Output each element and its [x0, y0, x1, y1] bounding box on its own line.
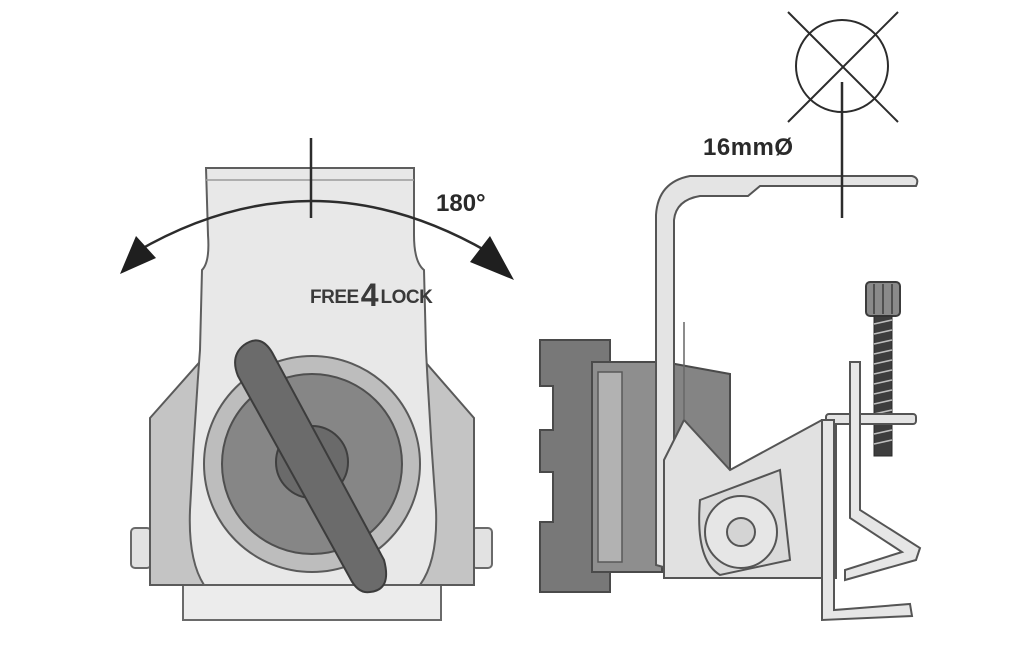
side-pivot-inner	[726, 517, 756, 547]
front-view	[120, 138, 514, 621]
rotation-arc	[135, 199, 489, 254]
side-body-inner	[597, 371, 623, 563]
lever-handle[interactable]	[234, 339, 388, 594]
side-view	[539, 175, 922, 622]
rotation-arrow-left	[120, 236, 156, 274]
side-crossbar	[825, 413, 917, 425]
side-bolt-threads	[873, 319, 893, 445]
front-base-plate	[182, 579, 442, 621]
mode-digit-label: 4	[360, 277, 379, 313]
side-wire-bracket	[844, 361, 922, 582]
front-side-knob-left	[130, 527, 152, 569]
side-l-bracket	[655, 175, 919, 572]
rotation-angle-label: 180°	[436, 190, 486, 217]
side-bolt-shaft	[873, 315, 893, 457]
lock-mode-label: LOCK	[380, 287, 433, 308]
free-mode-label: FREE	[310, 287, 359, 308]
pipe-diameter-label: 16mmØ	[703, 134, 794, 161]
rotation-arrow-right	[470, 236, 514, 280]
pipe-cross-symbol	[787, 11, 899, 218]
side-wire-lower	[821, 419, 914, 622]
